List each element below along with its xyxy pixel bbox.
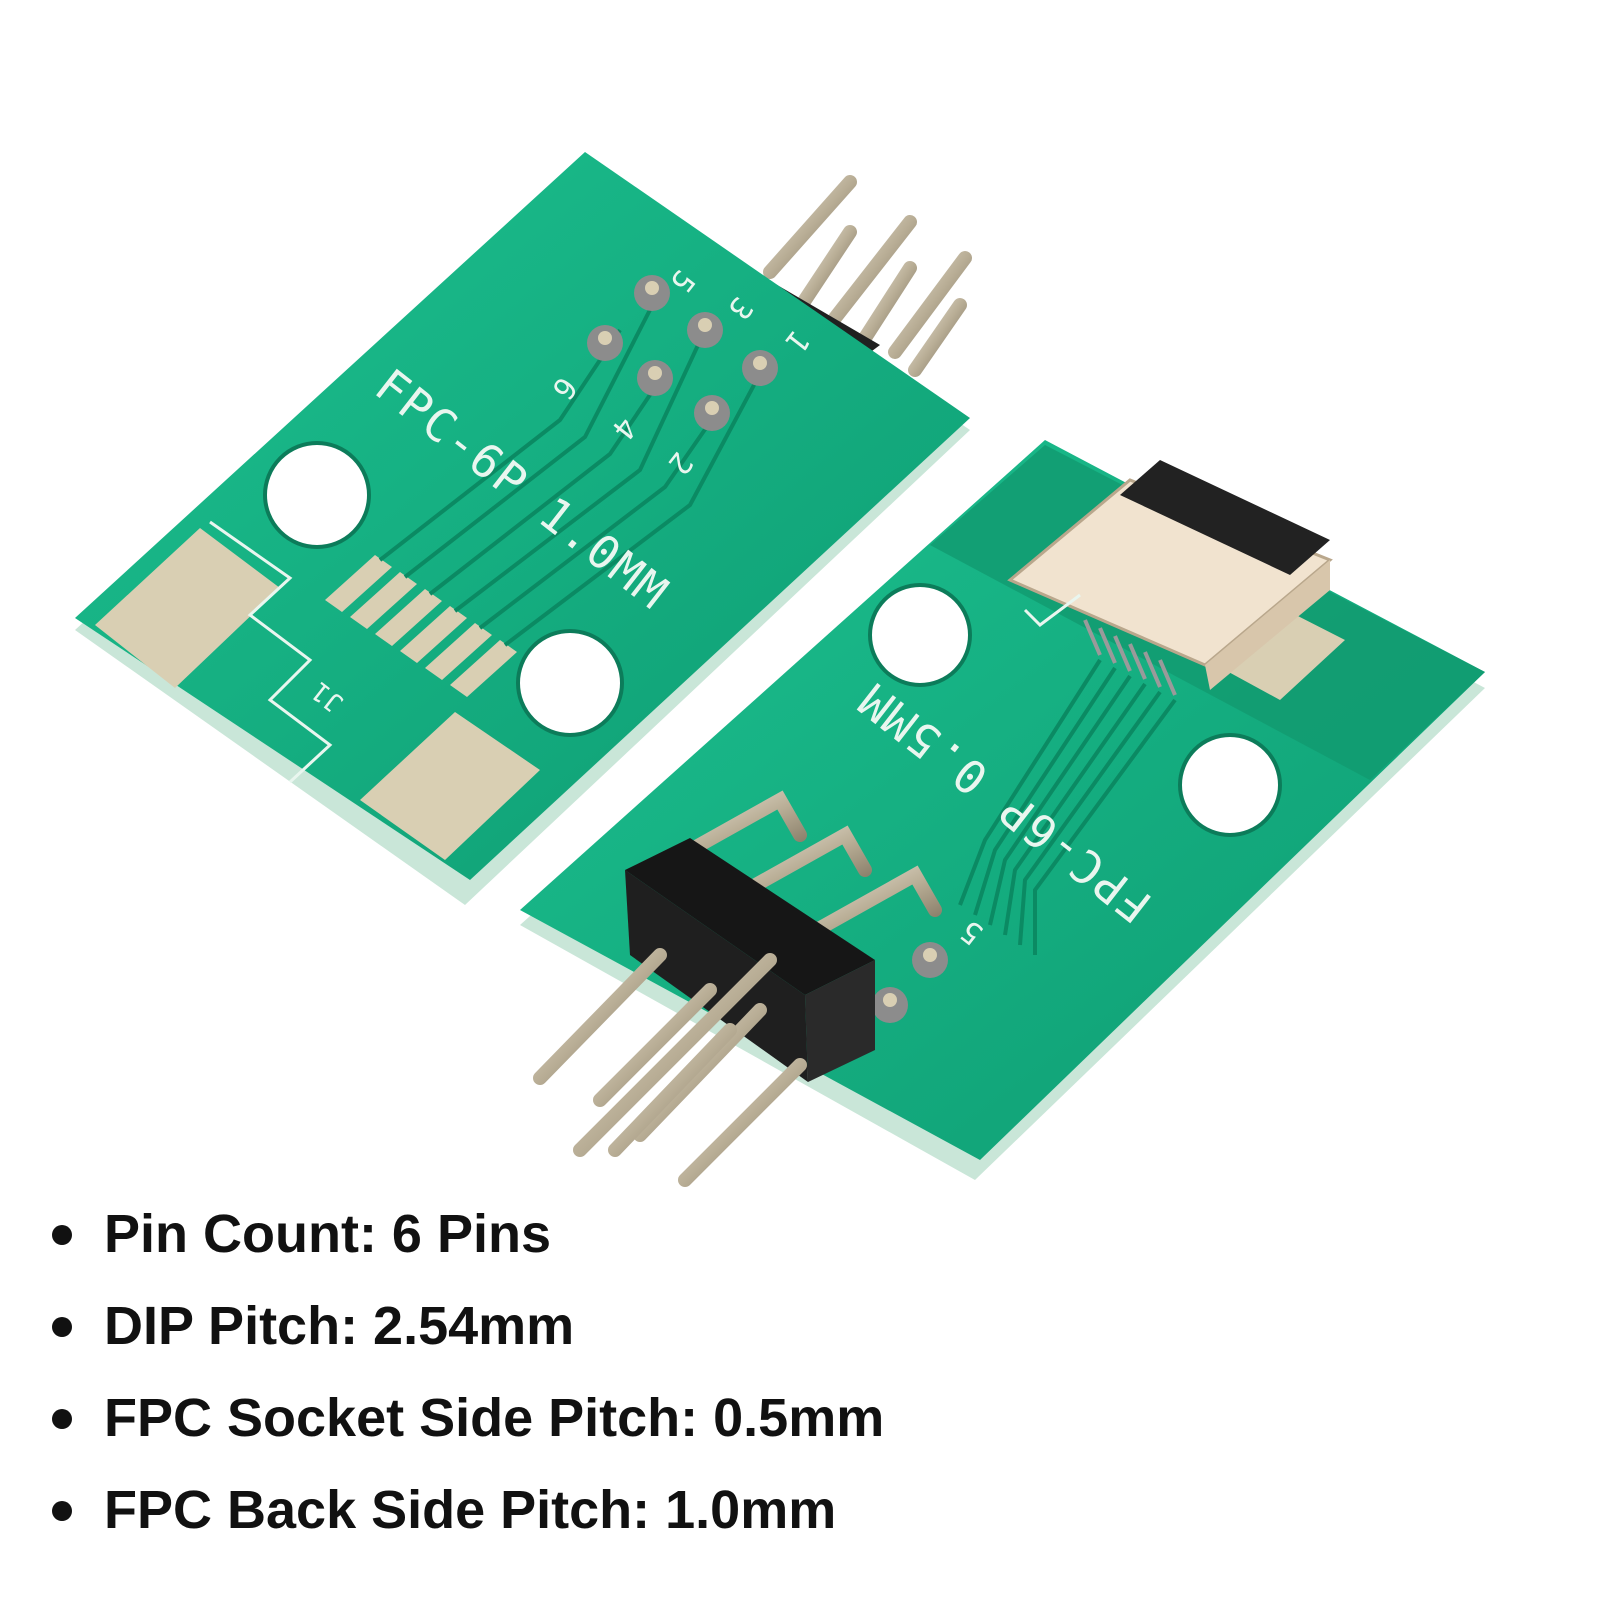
bullet-icon [52, 1501, 72, 1521]
spec-item-back-pitch: FPC Back Side Pitch: 1.0mm [52, 1481, 1552, 1573]
right-traces [958, 658, 1177, 955]
spec-text: FPC Socket Side Pitch: 0.5mm [104, 1388, 885, 1448]
left-solder-joints [587, 275, 778, 431]
left-gold-pad-1 [95, 528, 280, 688]
spec-text: Pin Count: 6 Pins [104, 1204, 552, 1264]
spec-item-dip-pitch: DIP Pitch: 2.54mm [52, 1297, 1552, 1389]
left-mounting-hole-1 [263, 441, 371, 549]
left-gold-pad-2 [360, 712, 540, 860]
bullet-icon [52, 1317, 72, 1337]
spec-item-pin-count: Pin Count: 6 Pins [52, 1205, 1552, 1297]
spec-text: DIP Pitch: 2.54mm [104, 1296, 575, 1356]
spec-item-socket-pitch: FPC Socket Side Pitch: 0.5mm [52, 1389, 1552, 1481]
fpc-socket [1007, 460, 1333, 696]
spec-text: FPC Back Side Pitch: 1.0mm [104, 1480, 837, 1540]
bullet-icon [52, 1225, 72, 1245]
right-mounting-hole-1 [868, 583, 972, 687]
right-mounting-hole-2 [1178, 733, 1282, 837]
right-angle-pin-header [533, 790, 942, 1187]
left-pcb-board: FPC-6P 1.0MM J1 5 3 1 6 4 2 [75, 152, 972, 905]
left-gold-fingers [325, 555, 517, 697]
left-mounting-hole-2 [516, 629, 624, 737]
right-pcb-board: FPC-6P 0.5MM 5 [520, 440, 1485, 1187]
bullet-icon [52, 1409, 72, 1429]
spec-list: Pin Count: 6 Pins DIP Pitch: 2.54mm FPC … [52, 1205, 1552, 1573]
product-photo: FPC-6P 1.0MM J1 5 3 1 6 4 2 [75, 152, 1485, 1187]
